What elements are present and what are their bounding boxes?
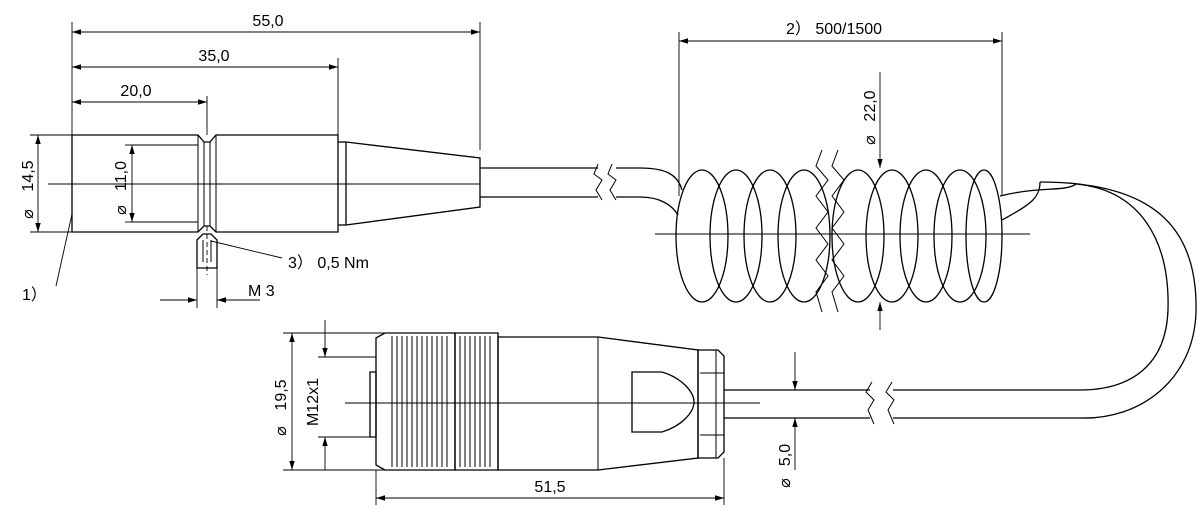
- dim-length-sleeve: 35,0: [198, 48, 229, 65]
- coil-length-label: 2） 500/1500: [786, 20, 882, 38]
- diameter-symbol: ⌀: [777, 478, 794, 488]
- diameter-symbol: ⌀: [862, 135, 879, 145]
- coil-cable: [639, 149, 1077, 313]
- dim-diameter-body: 14,5: [20, 160, 37, 191]
- diameter-symbol: ⌀: [113, 205, 130, 215]
- sensor-cable: [480, 163, 640, 201]
- connector-dimensions: [283, 320, 800, 505]
- dim-length-connector: 51,5: [534, 479, 565, 496]
- dim-diameter-inner: 11,0: [113, 161, 130, 191]
- thread-connector-label: M12x1: [305, 378, 322, 426]
- dim-coil-diameter: 22,0: [862, 90, 879, 121]
- connector: [345, 332, 760, 471]
- coil-dimensions: [678, 32, 1003, 330]
- diameter-symbol: ⌀: [20, 209, 37, 219]
- dim-diameter-cable: 5,0: [777, 444, 794, 466]
- note-1: 1）: [22, 286, 47, 304]
- sensor-body: [71, 134, 481, 233]
- dim-diameter-connector: 19,5: [273, 379, 290, 410]
- thread-screw-label: M 3: [248, 283, 275, 300]
- set-screw: [160, 226, 260, 308]
- diameter-symbol: ⌀: [273, 426, 290, 436]
- dim-length-total: 55,0: [252, 13, 283, 30]
- note-torque: 3） 0,5 Nm: [288, 254, 369, 272]
- dim-length-front: 20,0: [120, 83, 151, 100]
- sensor-dimensions: [30, 22, 481, 287]
